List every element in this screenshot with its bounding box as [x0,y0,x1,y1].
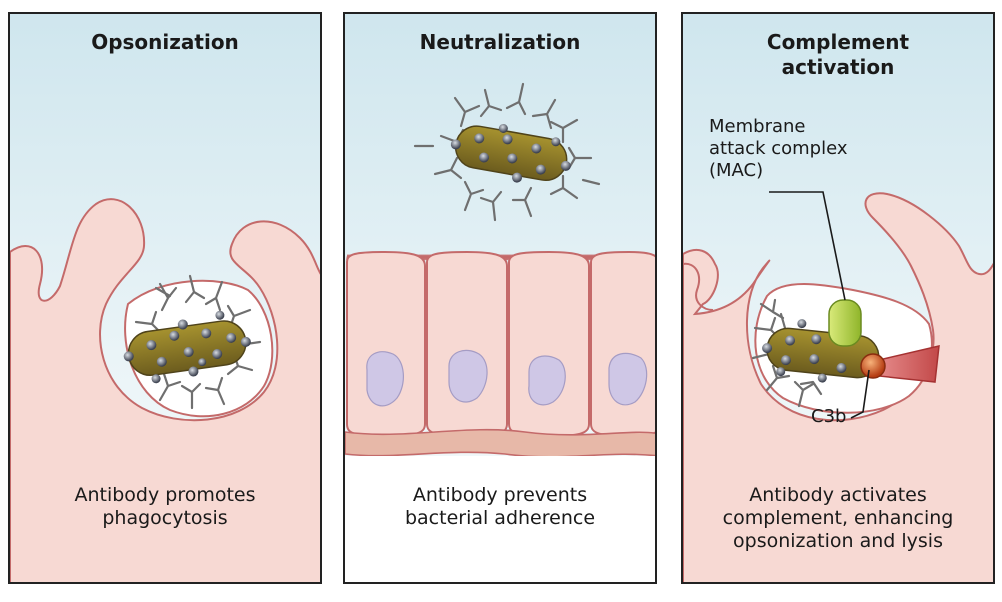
caption-line: complement, enhancing [722,507,954,529]
mac-leader-line [769,191,846,301]
caption-line: bacterial adherence [404,507,596,529]
c3b-molecule [860,353,886,379]
panel-title-opsonization: Opsonization [91,30,239,54]
label-line: attack complex [709,138,848,159]
caption-line: Antibody promotes [74,484,256,506]
panel-title-neutralization: Neutralization [419,30,581,54]
mac-complex [828,299,862,347]
caption-complement: Antibody activates complement, enhancing… [683,484,993,553]
title-line: activation [781,55,895,79]
complement-panel: Complement activation Membrane attack co… [681,12,995,584]
neutralization-panel: Neutralization Antibody prevents bacteri… [343,12,657,584]
panel-title-complement: Complement activation [683,30,993,80]
c3b-label: C3b [811,406,847,427]
opsonization-panel: Opsonization Antibody promotes phagocyto… [8,12,322,584]
label-line: (MAC) [709,160,764,181]
caption-line: opsonization and lysis [733,530,943,552]
mac-label: Membrane attack complex (MAC) [709,116,848,182]
caption-neutralization: Antibody prevents bacterial adherence [345,484,655,530]
caption-line: Antibody activates [749,484,927,506]
complement-illustration [683,191,993,582]
bacterium [450,123,571,183]
basement-membrane [345,428,655,458]
antibody-cluster [134,274,262,410]
phagocyte-illustration [10,198,320,582]
c3b-leader-line [850,369,870,419]
title-line: Complement [766,30,910,54]
label-line: Membrane [709,116,806,137]
bacterium [123,310,251,384]
caption-line: Antibody prevents [412,484,588,506]
nuclei [366,349,648,407]
epithelium-illustration [345,82,655,582]
phagocyte-cell [10,198,320,582]
epithelial-cells [346,250,655,438]
white-area [345,456,655,582]
caption-line: phagocytosis [102,507,228,529]
caption-opsonization: Antibody promotes phagocytosis [10,484,320,530]
